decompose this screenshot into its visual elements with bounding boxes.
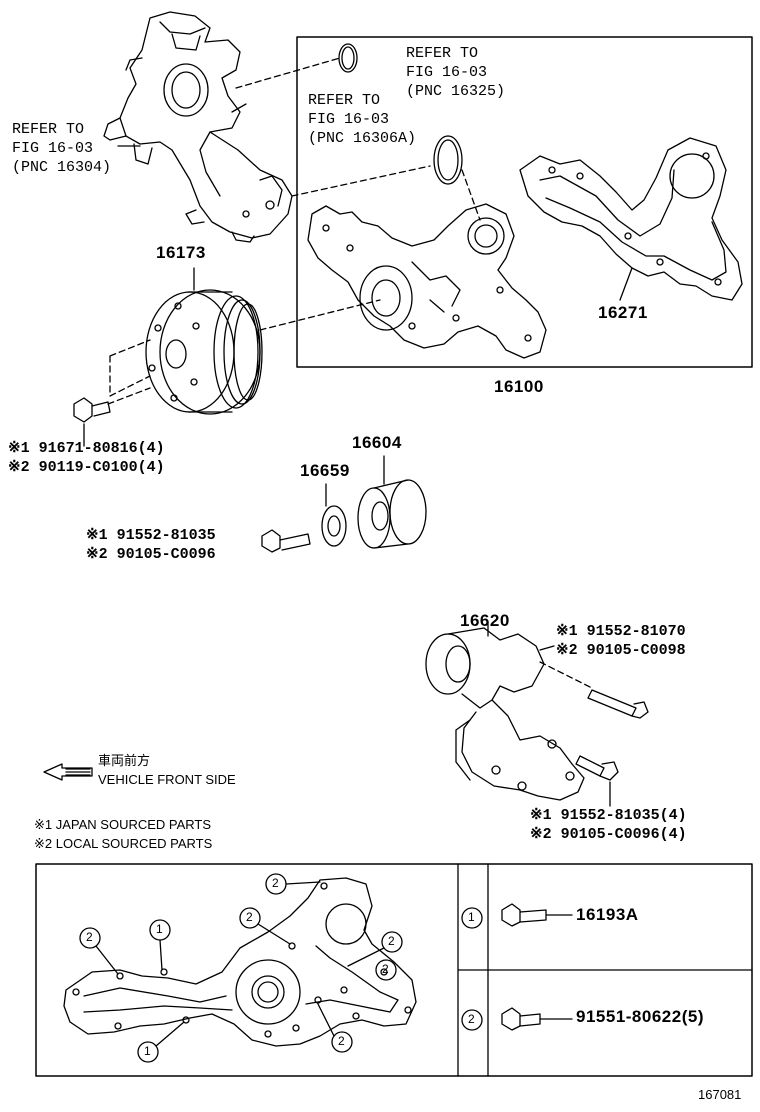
guide-line [461, 169, 481, 221]
callout-2: 2 [272, 876, 279, 890]
guide-line [291, 165, 431, 197]
ref-left-line3: (PNC 16304) [12, 159, 112, 176]
pnc-16271: 16271 [598, 303, 648, 322]
o-ring-small-inner [341, 46, 355, 70]
washer [321, 505, 347, 547]
tensioner-bolt-top-pn1: ※1 91552-81070 [556, 623, 686, 640]
pnc-16100: 16100 [494, 377, 544, 396]
idler-pulley [357, 479, 427, 549]
table-lines [457, 863, 753, 1077]
ref-right-line1: REFER TO [406, 45, 479, 62]
legend-note-1: ※1 JAPAN SOURCED PARTS [34, 817, 212, 832]
ref-left-line1: REFER TO [12, 121, 85, 138]
callout-1: 1 [144, 1044, 151, 1058]
guide-line [539, 661, 593, 689]
pulley-bolt-pn2: ※2 90119-C0100(4) [8, 459, 165, 476]
guide-line [107, 387, 151, 405]
o-ring-large-inner [437, 139, 459, 181]
pulley-bolt-pn1: ※1 91671-80816(4) [8, 440, 165, 457]
legend-note-2: ※2 LOCAL SOURCED PARTS [34, 836, 213, 851]
idler-bolt-pn2: ※2 90105-C0096 [86, 546, 216, 563]
tensioner-bolt-bottom [575, 755, 619, 781]
direction-jp: 車両前方 [98, 753, 151, 768]
figure-number: 167081 [698, 1087, 742, 1102]
direction-en: VEHICLE FRONT SIDE [98, 772, 236, 787]
guide-line [259, 299, 381, 331]
callout-2: 2 [246, 910, 253, 924]
ref-mid-line1: REFER TO [308, 92, 381, 109]
bolt-location-drawing [63, 877, 417, 1047]
pnc-16604: 16604 [352, 433, 402, 452]
ref-right-line2: FIG 16-03 [406, 64, 488, 81]
table-row-1-part: 16193A [576, 905, 639, 924]
table-row-2-part: 91551-80622(5) [576, 1007, 704, 1026]
idler-bolt [261, 529, 311, 553]
idler-bolt-pn1: ※1 91552-81035 [86, 527, 216, 544]
water-inlet-housing [103, 11, 293, 243]
belt-tensioner [425, 627, 585, 801]
o-ring-large [433, 135, 463, 185]
bolt-16193a-icon [501, 903, 573, 927]
callout-2: 2 [86, 930, 93, 944]
guide-line [235, 57, 341, 89]
water-pump-body [307, 203, 547, 359]
pulley [145, 289, 263, 415]
ref-right-line3: (PNC 16325) [406, 83, 506, 100]
pulley-bolt [73, 397, 111, 423]
callout-2: 2 [388, 934, 395, 948]
ref-left-line2: FIG 16-03 [12, 140, 94, 157]
callout-1: 1 [156, 922, 163, 936]
ref-mid-line2: FIG 16-03 [308, 111, 390, 128]
pnc-16659: 16659 [300, 461, 350, 480]
tensioner-bolt-bottom-pn1: ※1 91552-81035(4) [530, 807, 687, 824]
assembly-frame [296, 36, 753, 368]
tensioner-bolt-top-pn2: ※2 90105-C0098 [556, 642, 686, 659]
callouts [79, 873, 483, 1063]
tensioner-bolt-bottom-pn2: ※2 90105-C0096(4) [530, 826, 687, 843]
callout-2: 2 [338, 1034, 345, 1048]
pnc-16173: 16173 [156, 243, 206, 262]
table-row-2-num: 2 [468, 1012, 475, 1026]
tensioner-bolt-top [587, 689, 649, 719]
guide-line [109, 339, 151, 397]
vehicle-front-arrow-icon [43, 763, 93, 781]
table-row-1-num: 1 [468, 910, 475, 924]
leader [619, 267, 633, 301]
pnc-16620: 16620 [460, 611, 510, 630]
pump-gasket [519, 137, 743, 301]
ref-mid-line3: (PNC 16306A) [308, 130, 417, 147]
callout-2: 2 [382, 962, 389, 976]
o-ring-small [338, 43, 358, 73]
bolt-91551-icon [501, 1007, 573, 1031]
leader [539, 645, 555, 651]
